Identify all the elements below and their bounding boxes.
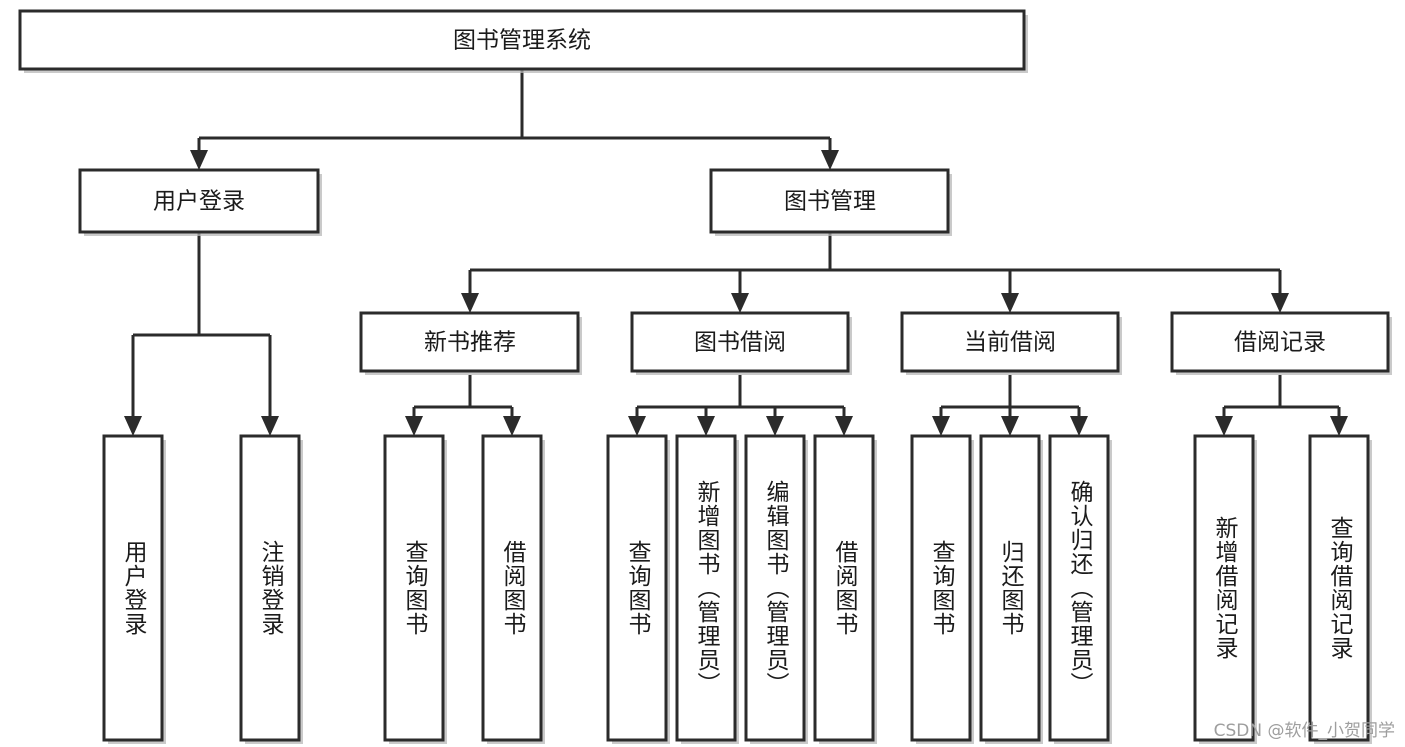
level2-node-box-book-manage[interactable] xyxy=(709,168,950,234)
leaf-node-box-8[interactable] xyxy=(910,434,972,742)
leaf-node-box-1[interactable] xyxy=(239,434,301,742)
arrow-current-leaf-3 xyxy=(1070,416,1088,436)
connector-layer xyxy=(124,69,1348,436)
level3-node-label-new-book: 新书推荐 xyxy=(424,330,516,356)
level2-node-box-user-login[interactable] xyxy=(78,168,320,234)
arrow-bookmanage-to-newbook xyxy=(461,293,479,313)
arrow-userlogin-leaf-2 xyxy=(261,416,279,436)
node-layer: 图书管理系统 用户登录 图书管理 新书推荐 图书借阅 当前借阅 借阅记录 xyxy=(18,9,1392,744)
level3-node-label-borrow-record: 借阅记录 xyxy=(1234,330,1326,356)
leaf-node-box-9[interactable] xyxy=(979,434,1041,742)
leaf-node-box-2[interactable] xyxy=(383,434,445,742)
arrow-root-to-user-login xyxy=(190,150,208,170)
level3-node-box-borrow-record[interactable] xyxy=(1170,311,1390,373)
leaf-node-box-12[interactable] xyxy=(1308,434,1370,742)
level3-node-label-book-borrow: 图书借阅 xyxy=(694,330,786,356)
arrow-borrow-leaf-1 xyxy=(628,416,646,436)
arrow-root-to-book-manage xyxy=(821,150,839,170)
arrow-borrow-leaf-4 xyxy=(835,416,853,436)
arrow-record-leaf-2 xyxy=(1330,416,1348,436)
arrow-newbook-leaf-2 xyxy=(503,416,521,436)
arrow-current-leaf-1 xyxy=(932,416,950,436)
level2-node-label-user-login: 用户登录 xyxy=(153,189,245,215)
arrow-borrow-leaf-3 xyxy=(766,416,784,436)
leaf-node-box-4[interactable] xyxy=(606,434,668,742)
leaf-node-box-10[interactable] xyxy=(1048,434,1110,742)
leaf-node-box-5[interactable] xyxy=(675,434,737,742)
level3-node-box-book-borrow[interactable] xyxy=(630,311,850,373)
leaf-node-box-7[interactable] xyxy=(813,434,875,742)
arrow-borrow-leaf-2 xyxy=(697,416,715,436)
level2-node-label-book-manage: 图书管理 xyxy=(784,189,876,215)
level3-node-label-current-borrow: 当前借阅 xyxy=(964,330,1056,356)
root-node-box[interactable] xyxy=(18,9,1026,71)
arrow-record-leaf-1 xyxy=(1215,416,1233,436)
arrow-bookmanage-to-borrow xyxy=(731,293,749,313)
arrow-newbook-leaf-1 xyxy=(405,416,423,436)
leaf-node-box-3[interactable] xyxy=(481,434,543,742)
arrow-userlogin-leaf-1 xyxy=(124,416,142,436)
level3-node-box-new-book[interactable] xyxy=(359,311,580,373)
level3-node-box-current-borrow[interactable] xyxy=(900,311,1120,373)
leaf-node-box-0[interactable] xyxy=(102,434,164,742)
arrow-current-leaf-2 xyxy=(1001,416,1019,436)
leaf-node-box-11[interactable] xyxy=(1193,434,1255,742)
arrow-bookmanage-to-record xyxy=(1271,293,1289,313)
root-node-label: 图书管理系统 xyxy=(453,28,591,54)
arrow-bookmanage-to-current xyxy=(1001,293,1019,313)
leaf-node-box-6[interactable] xyxy=(744,434,806,742)
